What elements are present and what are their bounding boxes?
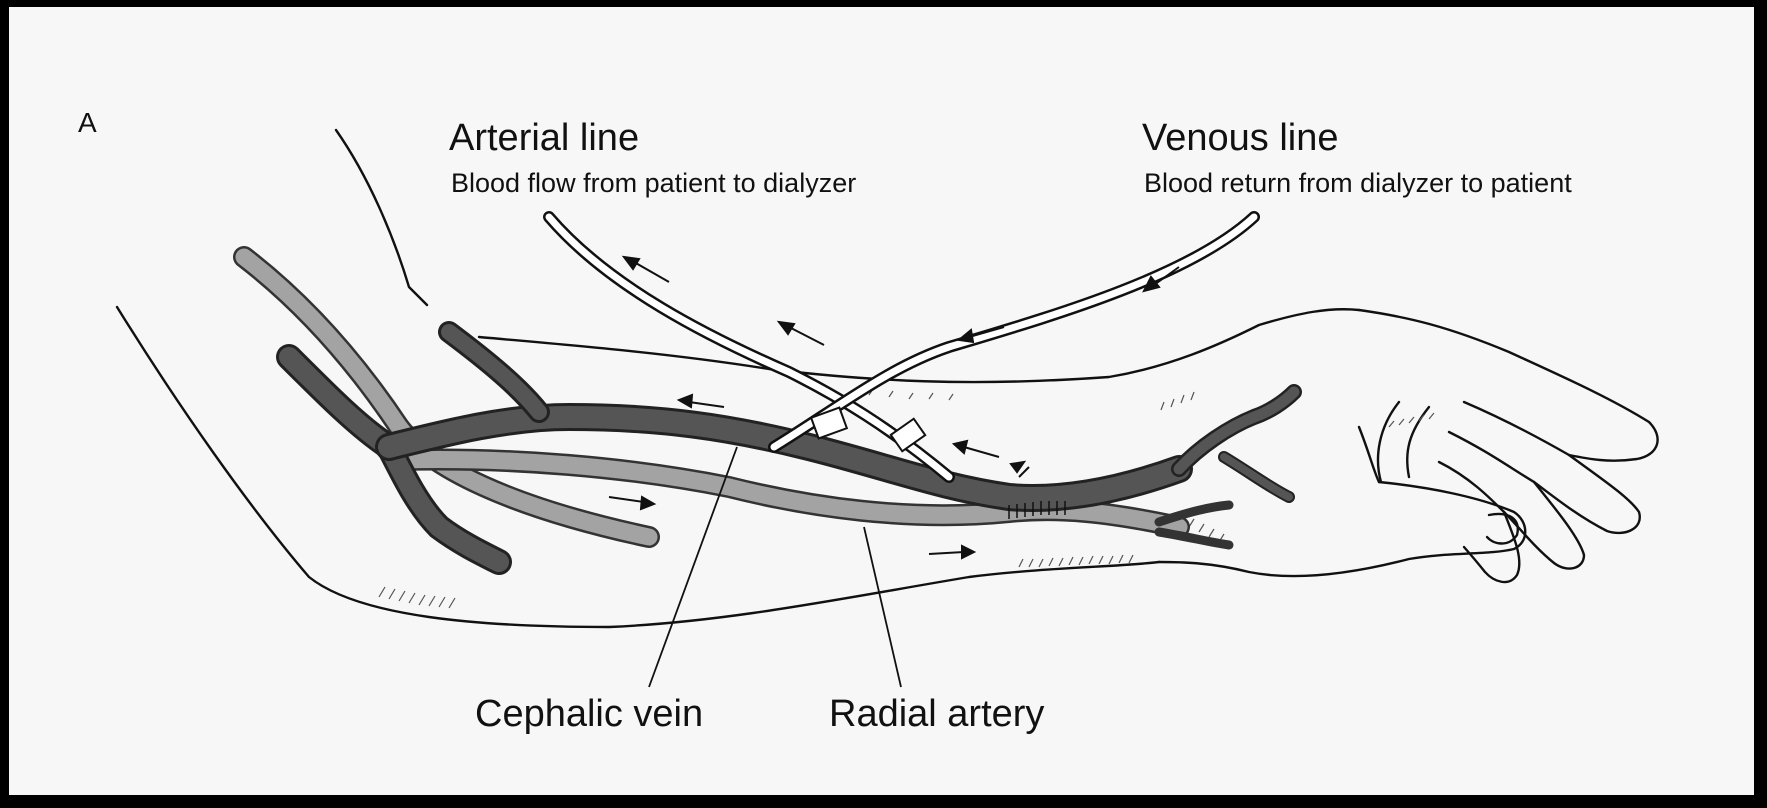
venous-line-tubing [774, 217, 1254, 447]
venous-line-subtitle: Blood return from dialyzer to patient [1144, 168, 1572, 199]
arterial-line-title: Arterial line [449, 117, 639, 160]
venous-line-title: Venous line [1142, 117, 1339, 160]
cephalic-vein-label: Cephalic vein [475, 693, 703, 736]
radial-artery-label: Radial artery [829, 693, 1044, 736]
arterial-line-subtitle: Blood flow from patient to dialyzer [451, 168, 856, 199]
figure-panel: A Arterial line Blood flow from patient … [9, 7, 1754, 795]
panel-letter: A [78, 107, 97, 139]
arm-fistula-illustration [9, 7, 1754, 795]
